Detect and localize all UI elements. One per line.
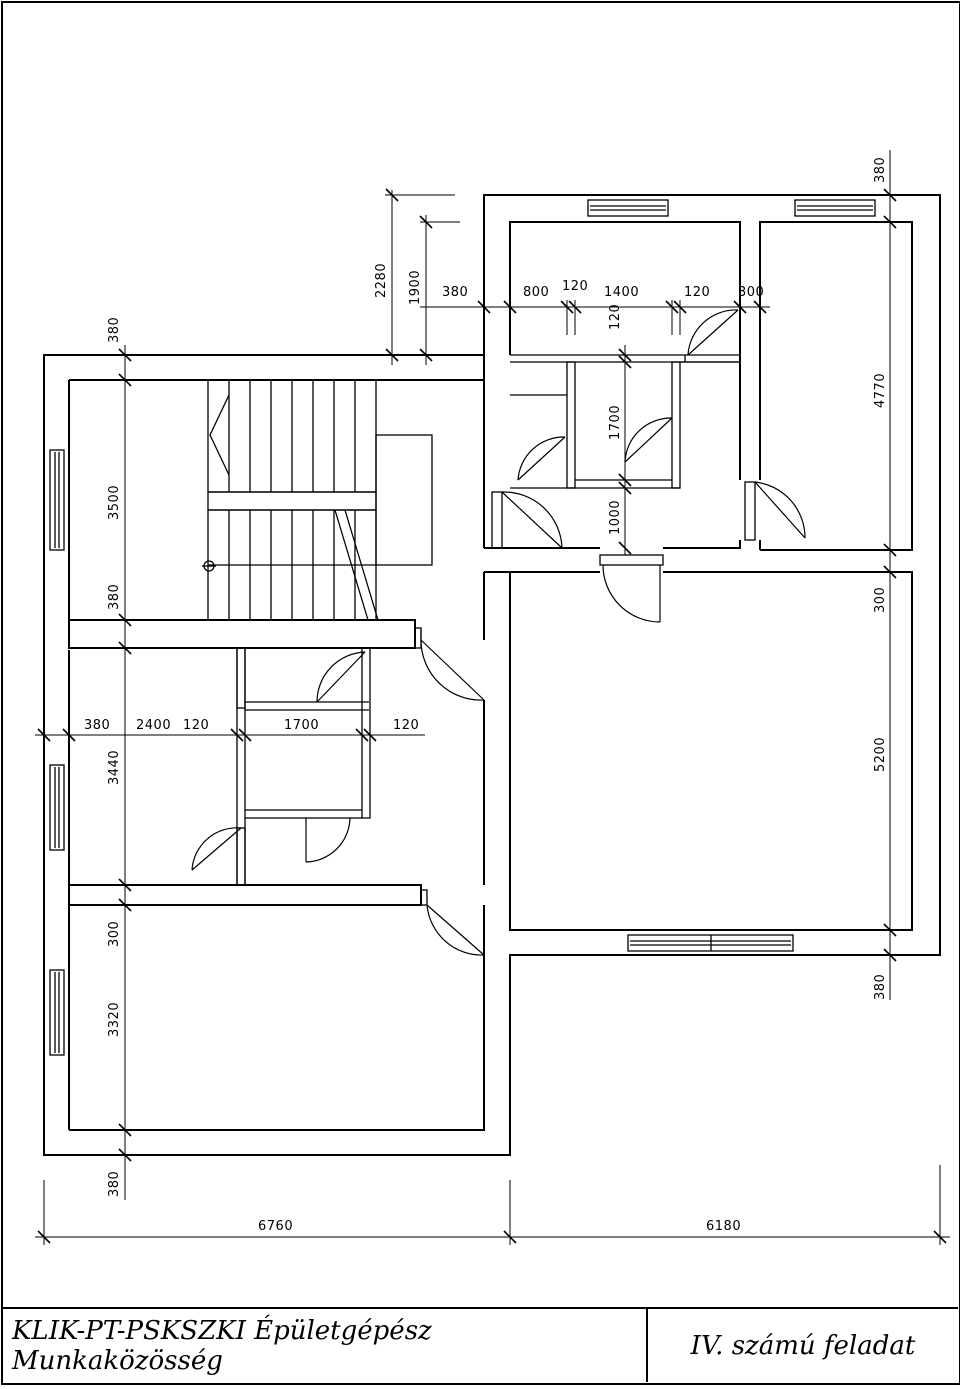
dim-left-6: 3320 [107, 1002, 122, 1037]
dim-inner-3: 1000 [608, 500, 623, 535]
dim-left-3: 380 [107, 584, 122, 610]
dim-top-vert-1: 2280 [374, 263, 389, 298]
dim-left-7: 380 [107, 1171, 122, 1197]
dim-top-2: 800 [523, 285, 549, 300]
dim-inner-1: 120 [608, 304, 623, 330]
doors [191, 309, 806, 956]
dim-bottom-2: 6180 [706, 1219, 741, 1234]
dim-mid-3: 120 [183, 718, 209, 733]
dim-inner-2: 1700 [608, 405, 623, 440]
dim-top-3: 120 [562, 279, 588, 294]
organization-text: KLIK-PT-PSKSZKI Épületgépész Munkaközöss… [12, 1315, 432, 1376]
dim-top-1: 380 [442, 285, 468, 300]
dim-mid-1: 380 [84, 718, 110, 733]
staircase [202, 379, 433, 621]
dim-left-1: 380 [107, 317, 122, 343]
windows [49, 199, 876, 1056]
dim-mid-2: 2400 [136, 718, 171, 733]
dimension-labels: 380 800 120 1400 120 300 2280 1900 380 3… [84, 157, 888, 1234]
interior-walls [68, 354, 740, 906]
task-text: IV. számú feladat [690, 1330, 916, 1361]
title-block-task: IV. számú feladat [648, 1307, 958, 1382]
outer-walls [43, 194, 941, 1156]
dim-mid-4: 1700 [284, 718, 319, 733]
dim-top-6: 300 [738, 285, 764, 300]
dim-right-2: 4770 [873, 373, 888, 408]
dim-left-4: 3440 [107, 750, 122, 785]
dim-mid-5: 120 [393, 718, 419, 733]
dim-top-vert-2: 1900 [408, 270, 423, 305]
dim-right-1: 380 [873, 157, 888, 183]
title-block-organization: KLIK-PT-PSKSZKI Épületgépész Munkaközöss… [2, 1307, 648, 1382]
dim-bottom-1: 6760 [258, 1219, 293, 1234]
dim-left-2: 3500 [107, 485, 122, 520]
dim-left-5: 300 [107, 921, 122, 947]
dim-top-5: 120 [684, 285, 710, 300]
dimension-lines [35, 150, 950, 1245]
dim-right-5: 380 [873, 974, 888, 1000]
dim-top-4: 1400 [604, 285, 639, 300]
dim-right-4: 5200 [873, 737, 888, 772]
dim-right-3: 300 [873, 587, 888, 613]
